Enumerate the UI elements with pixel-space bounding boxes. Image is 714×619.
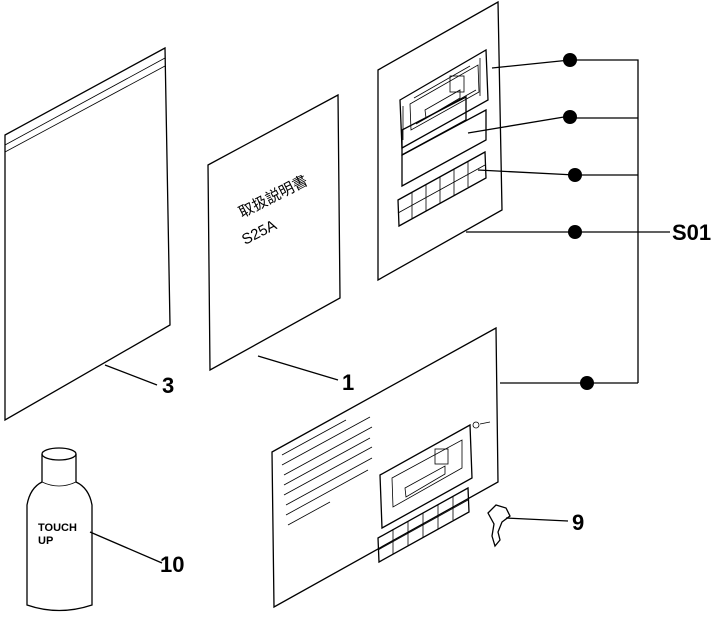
s01-part-number: S01 [672, 220, 711, 245]
lower-instruction-slot [404, 465, 446, 498]
decal-strip-label [397, 150, 487, 228]
lower-text-line-2 [281, 416, 371, 466]
lower-instruction-box [434, 448, 449, 465]
lower-text-line-4 [283, 437, 371, 486]
bottle-label-line1: TOUCH [38, 522, 77, 534]
decal-blank-2 [401, 108, 487, 188]
bottle-body [26, 481, 93, 612]
decal-sheet-panel [377, 0, 503, 282]
decal-lower-instruction [379, 423, 473, 530]
lower-marker-line [479, 421, 491, 425]
lower-text-line-7 [285, 469, 369, 516]
decal-sheet-lower-panel [271, 326, 499, 609]
s01-leader-3 [477, 169, 576, 176]
decal-lower-marker [472, 421, 491, 429]
s01-dot-4 [568, 225, 582, 239]
decal-instruction-inner [409, 64, 480, 131]
lower-text-line-6 [285, 457, 373, 506]
lower-strip-frame [377, 486, 470, 564]
s01-dot-1 [563, 53, 577, 67]
decal-strip-divider [397, 164, 486, 214]
lower-text-line-5 [283, 446, 373, 496]
binder-part: 3 [4, 46, 174, 422]
lower-instruction-inner [391, 439, 463, 508]
lower-text-line-8 [287, 501, 331, 526]
s01-leader-2 [467, 115, 571, 134]
key-leader-line [505, 517, 569, 522]
bottle-label-line2: UP [38, 535, 53, 547]
key-part: 9 [487, 504, 584, 548]
touch-up-part-number: 10 [160, 552, 184, 577]
binder-cover [4, 46, 171, 422]
binder-edge-line [4, 57, 166, 146]
manual-leader-line [257, 355, 339, 381]
lower-text-line-3 [283, 426, 373, 476]
s01-leader-1 [491, 59, 571, 69]
bottle-cap-sides [41, 454, 77, 482]
s01-dot-5 [580, 376, 594, 390]
bottle-cap-top [41, 447, 77, 461]
lower-marker-dot [472, 421, 480, 429]
key-part-number: 9 [572, 510, 584, 535]
s01-dot-3 [568, 168, 582, 182]
lower-text-line-1 [281, 419, 347, 456]
decal-strip-frame [397, 150, 487, 228]
manual-cover [207, 93, 341, 372]
decal-instruction-slot [424, 89, 461, 119]
touch-up-bottle: TOUCH UP 10 [26, 447, 184, 612]
decal-instruction-frame [399, 48, 489, 150]
bottle-leader-line [89, 531, 163, 564]
decal-lower-strip [377, 486, 470, 564]
manual-part: 取扱説明書 S25A 1 [207, 93, 354, 395]
binder-edge-line-2 [4, 65, 166, 153]
s01-callout: S01 [466, 53, 711, 390]
decal-sheet-lower [271, 326, 499, 609]
manual-part-number: 1 [342, 370, 354, 395]
decal-instruction-box [449, 75, 465, 93]
binder-part-number: 3 [162, 373, 174, 398]
s01-bracket [570, 59, 639, 383]
decal-sheet [377, 0, 503, 282]
binder-leader-line [104, 364, 158, 386]
decal-text-line-1 [413, 65, 471, 99]
bottle-shoulder [41, 481, 77, 487]
decal-lower-text-block [281, 416, 373, 526]
key-icon [487, 504, 511, 548]
lower-instruction-frame [379, 423, 473, 530]
s01-dot-2 [563, 110, 577, 124]
